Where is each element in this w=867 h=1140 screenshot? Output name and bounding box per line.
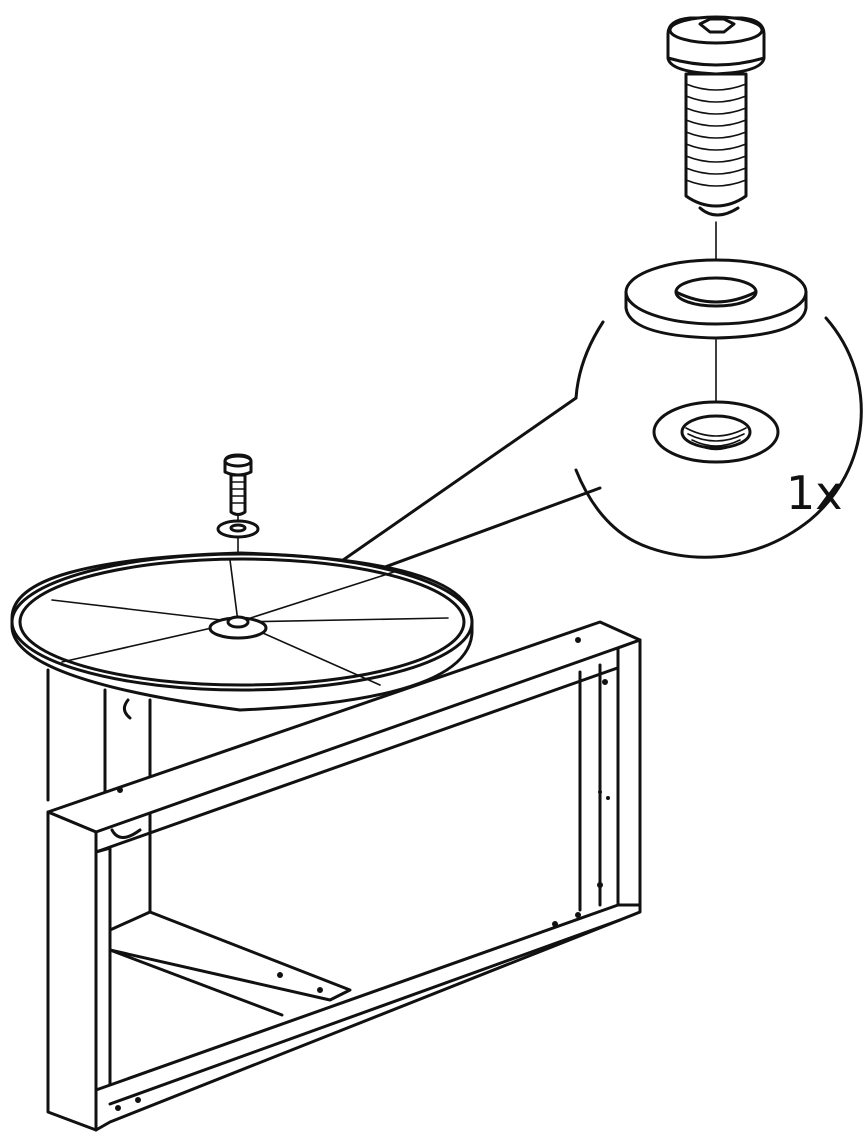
round-tabletop-plate <box>10 551 474 712</box>
small-screw-icon <box>223 453 253 516</box>
small-washer-icon <box>216 519 260 539</box>
rectangular-frame <box>46 620 642 1132</box>
hex-socket-screw-icon <box>666 15 766 217</box>
washer-icon <box>624 258 808 340</box>
threaded-insert-icon <box>652 400 780 464</box>
detail-callout <box>286 316 863 604</box>
quantity-label: 1x <box>786 466 843 520</box>
